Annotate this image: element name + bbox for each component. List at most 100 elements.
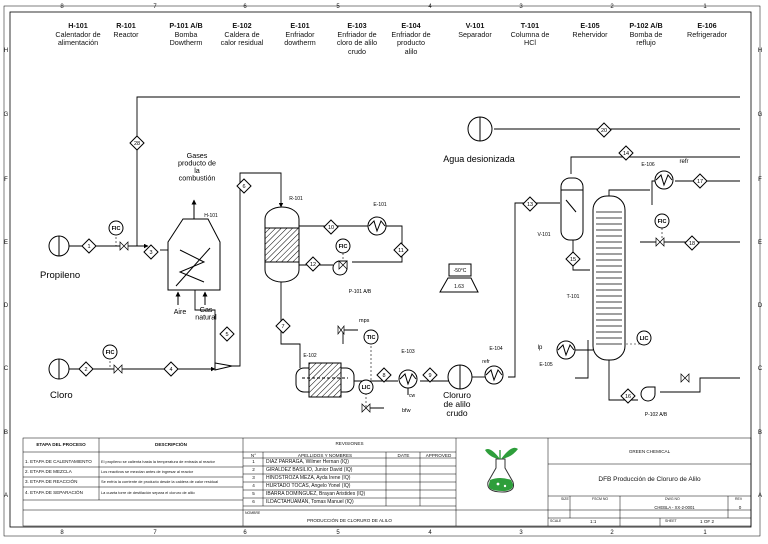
svg-text:5: 5	[225, 332, 228, 338]
tb-stage-desc: La cuarta torre de destilación separa el…	[101, 490, 195, 495]
svg-text:20: 20	[601, 128, 607, 134]
label-t101: T-101	[567, 294, 580, 300]
tb-col-names: APELLIDOS Y NOMBRES	[297, 453, 353, 458]
tb-member-name: IBARRA DOMINGUEZ, Brayan Aristides (IQ)	[266, 491, 366, 497]
equipment-name: Enfriador de producto alilo	[391, 29, 431, 56]
svg-text:13: 13	[527, 202, 533, 208]
stream-tag: 17	[692, 173, 708, 189]
stream-tag: 2	[78, 361, 94, 377]
equipment-name: Refrigerador	[687, 29, 727, 39]
equipment-name: Columna de HCl	[510, 29, 550, 47]
svg-text:FIC: FIC	[112, 226, 121, 232]
stream-tag: 20	[596, 122, 612, 138]
tb-member-number: 5	[252, 491, 255, 496]
line-recycle-28	[136, 96, 740, 246]
tb-stage-name: 2. ETAPA DE MEZCLA	[25, 469, 72, 474]
zone-row-left: B	[3, 430, 8, 436]
tb-member-number: 4	[252, 483, 255, 488]
label-aire: Aire	[174, 309, 187, 316]
equipment-name: Caldera de calor residual	[220, 29, 264, 47]
zone-col-bottom: 3	[519, 530, 523, 536]
tb-drawing-title: DFB Producción de Cloruro de Alilo	[598, 476, 701, 483]
stream-tag: 1	[81, 238, 97, 254]
svg-text:7: 7	[281, 324, 284, 330]
equipment-tag: V-101	[465, 21, 485, 30]
svg-text:3: 3	[149, 250, 152, 256]
label-r101: R-101	[289, 196, 303, 202]
zone-col-top: 5	[336, 4, 340, 10]
equipment-name: Bomba Dowtherm	[169, 29, 203, 47]
tb-stage-name: 3. ETAPA DE REACCIÓN	[25, 479, 78, 484]
tb-col-date: DATE	[397, 453, 410, 458]
label-cw: cw	[409, 393, 416, 399]
stream-tag: 15	[565, 251, 581, 267]
zone-col-bottom: 1	[703, 530, 707, 536]
equipment-name: Calentador de alimentación	[55, 29, 101, 47]
equipment-tag: T-101	[520, 21, 540, 30]
label-propileno: Propileno	[40, 270, 80, 281]
valves	[113, 237, 690, 413]
label-gas_natural: Gas	[200, 307, 213, 314]
valve-bfw-icon	[361, 403, 371, 413]
tb-revisiones: REVISIONES	[335, 441, 364, 446]
tb-scale: 1:1	[590, 519, 597, 524]
equipment-name: Bomba de reflujo	[629, 29, 663, 47]
cooler-e104-icon	[484, 365, 504, 385]
tb-member-name: DIAZ PARRAGA, Wilmer Hernan (IQ)	[266, 459, 349, 465]
svg-text:28: 28	[134, 141, 140, 147]
label-press: 1.63	[454, 284, 464, 290]
tb-footer-label: NOMBRE	[245, 511, 261, 515]
stream-tag: 8	[376, 367, 392, 383]
tb-dwg-no: CHEBLA - XX-2-0001	[654, 505, 695, 510]
drawing-frame	[9, 11, 752, 528]
tb-member-number: 6	[252, 499, 255, 504]
heater-h101-icon	[167, 199, 221, 305]
line-15	[572, 240, 590, 271]
equipment-name: Rehervidor	[572, 29, 608, 39]
zone-row-right: E	[757, 240, 762, 246]
fic-instrument: FIC	[654, 213, 670, 229]
lic-instrument: LIC	[636, 330, 652, 346]
tb-stage-name: 4. ETAPA DE SEPARACIÓN	[25, 490, 83, 495]
boiler-e102-icon	[295, 362, 355, 398]
tb-scale-label: SCALE	[550, 519, 562, 523]
equipment-tag: P-101 A/B	[169, 21, 203, 30]
label-refr2: refr	[680, 159, 689, 165]
cooler-e106-icon	[654, 170, 674, 190]
stream-tag: 28	[129, 135, 145, 151]
tb-member-name: HINOSTROZA MEZA, Ayda Irene (IQ)	[266, 475, 351, 481]
label-cloro: Cloro	[50, 390, 73, 401]
label-agua: Agua desionizada	[443, 154, 515, 164]
tb-stage-desc: El propileno se calienta hasta la temper…	[101, 459, 215, 464]
label-h101: H-101	[204, 213, 218, 219]
tb-sheet: 1 OF 2	[700, 519, 715, 524]
zone-col-bottom: 8	[60, 530, 64, 536]
fic-instrument: FIC	[102, 344, 118, 360]
stream-tag: 5	[219, 326, 235, 342]
equipment-tag: H-101	[68, 21, 88, 30]
zone-row-left: F	[4, 177, 8, 183]
svg-text:LIC: LIC	[362, 385, 371, 391]
svg-text:2: 2	[84, 367, 87, 373]
svg-text:12: 12	[310, 262, 316, 268]
valve-mps-icon	[337, 324, 345, 336]
svg-text:11: 11	[398, 248, 404, 254]
svg-text:1: 1	[87, 244, 90, 250]
tb-member-name: GIRALDEZ BASILIO, Junior David (IQ)	[266, 467, 353, 473]
label-gases: producto de	[178, 159, 216, 168]
equipment-name: Enfriador de cloro de alilo crudo	[336, 29, 378, 56]
tb-col-approved: APPROVED	[425, 453, 452, 458]
svg-text:18: 18	[689, 241, 695, 247]
fic-instrument: FIC	[335, 238, 351, 254]
valve-reflux-icon	[655, 237, 665, 247]
svg-text:6: 6	[242, 184, 245, 190]
svg-text:15: 15	[570, 257, 576, 263]
svg-text:TIC: TIC	[367, 335, 376, 341]
lic-instrument: LIC	[358, 379, 374, 395]
label-gases: combustión	[179, 174, 216, 183]
tb-company: GREEN CHEMICAL	[628, 449, 671, 454]
zone-col-top: 4	[428, 4, 432, 10]
